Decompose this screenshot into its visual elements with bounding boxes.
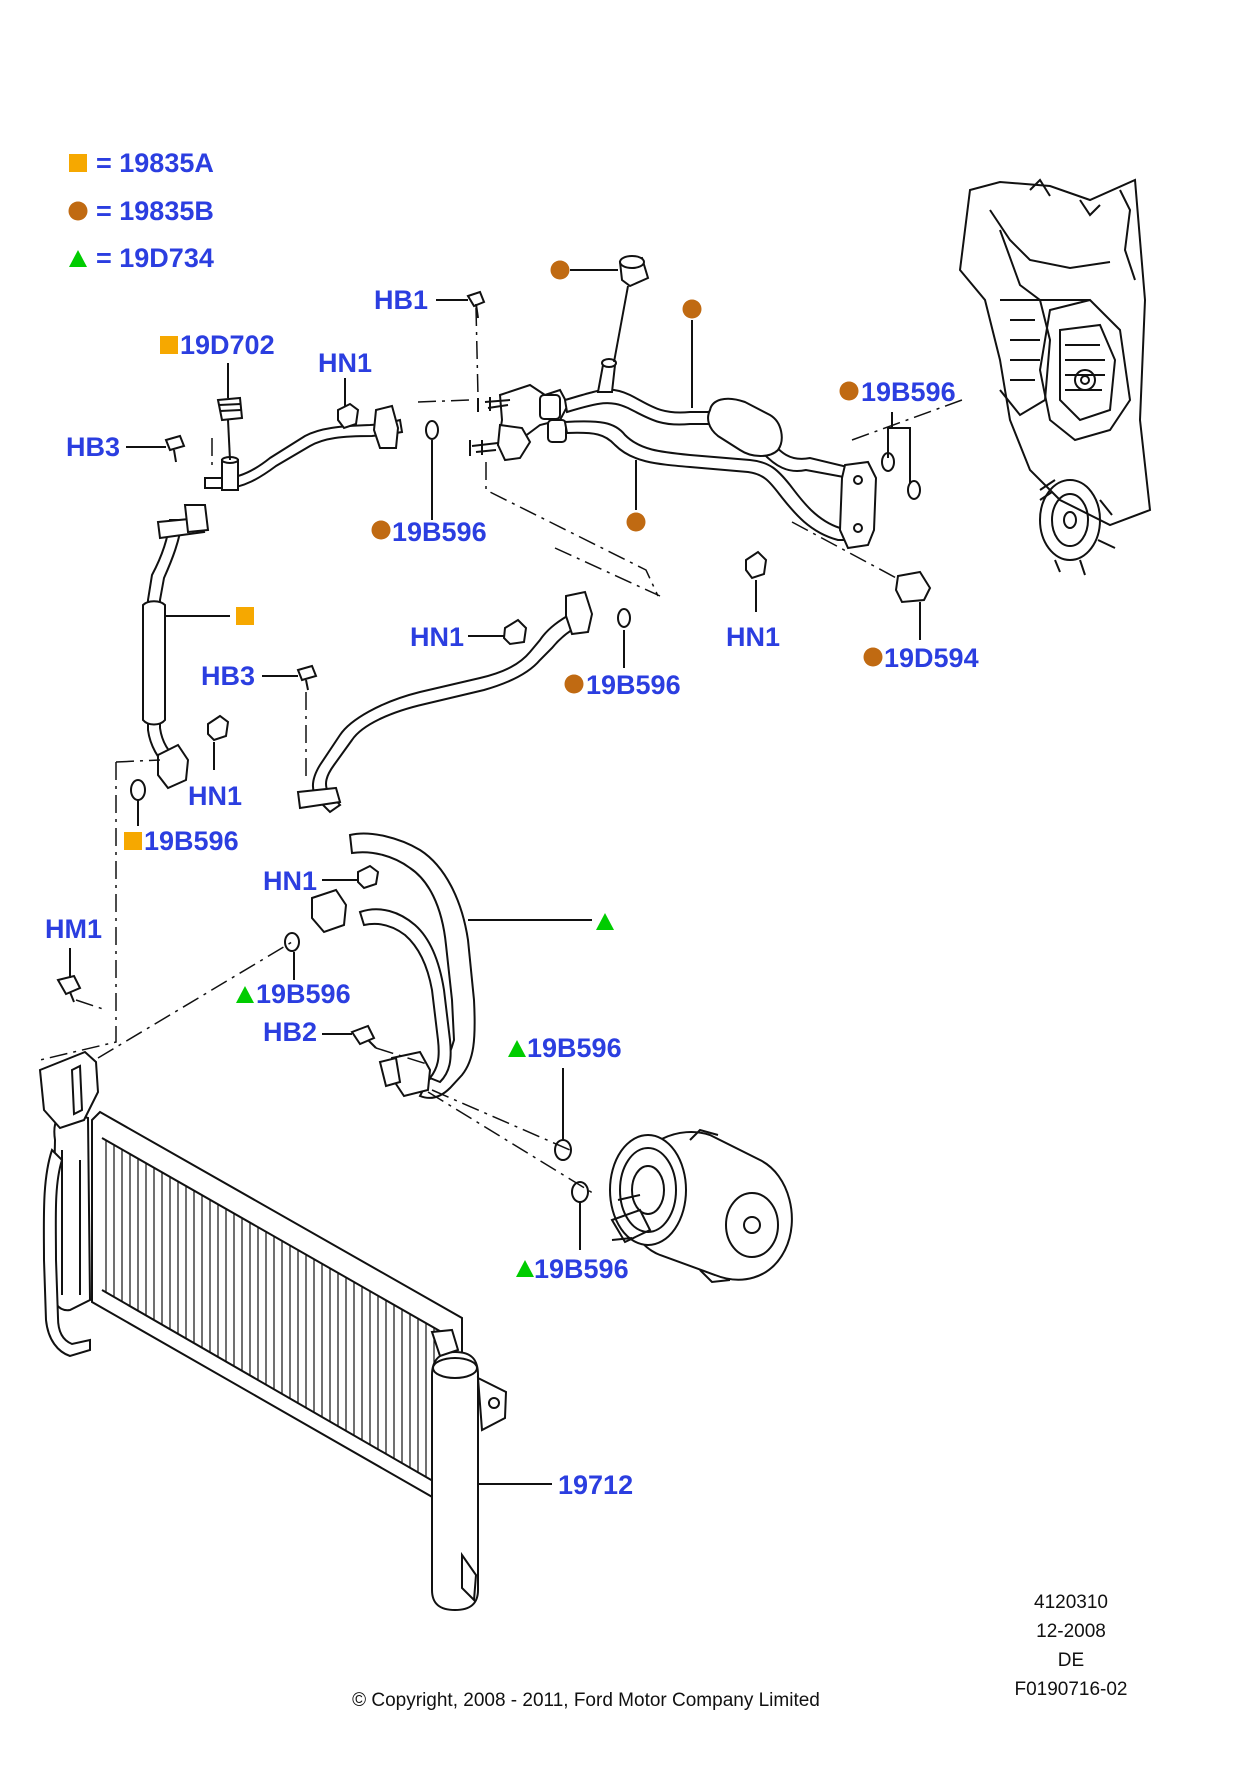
legend-triangle-marker [69,250,87,267]
legend-circle-marker [68,201,88,221]
legend: = 19835A = 19835B = 19D734 [68,148,214,273]
label-19b596-mid-top: 19B596 [392,517,487,547]
marker-circle-cap [550,260,570,280]
marker-circle-lower-pipe [626,512,646,532]
label-19b596-lower-left: 19B596 [256,979,351,1009]
marker-circle-19b596-mid-top [371,520,391,540]
marker-square-19d702 [160,336,178,354]
label-hb3-left: HB3 [66,432,120,462]
label-19d594: 19D594 [884,643,979,673]
upper-hose-assembly [466,255,878,550]
label-hn1-left: HN1 [188,781,242,811]
info-language: DE [1058,1650,1084,1671]
condenser [38,974,508,1612]
marker-circle-19b596-upper-right [839,381,859,401]
info-block: 4120310 12-2008 DE F0190716-02 [1014,1592,1127,1700]
left-liquid-line [130,396,404,801]
marker-square-19b596-left [124,832,142,850]
label-hb2: HB2 [263,1017,317,1047]
legend-square-marker [69,154,87,172]
label-hn1-top: HN1 [318,348,372,378]
callouts: HB1 19D702 HN1 HB3 19B596 19B596 [45,260,979,1500]
label-19712: 19712 [558,1470,633,1500]
condenser-fins [105,1140,451,1491]
marker-circle-19b596-mid [564,674,584,694]
info-date: 12-2008 [1036,1621,1106,1642]
label-19d702: 19D702 [180,330,275,360]
label-hm1: HM1 [45,914,102,944]
marker-triangle-19b596-comp-bottom [516,1260,534,1277]
info-illustration-number: 4120310 [1034,1592,1108,1613]
label-19b596-upper-right: 19B596 [861,377,956,407]
marker-triangle-19b596-lower-left [236,986,254,1003]
marker-circle-19d594 [863,647,883,667]
legend-text-19835b: = 19835B [96,196,214,226]
evaporator-housing [958,178,1152,576]
copyright-notice: © Copyright, 2008 - 2011, Ford Motor Com… [352,1690,820,1711]
center-lines [39,307,963,1196]
marker-circle-upper-pipe [682,299,702,319]
middle-hose [296,590,631,814]
label-19b596-mid: 19B596 [586,670,681,700]
legend-text-19835a: = 19835A [96,148,214,178]
info-reference: F0190716-02 [1014,1679,1127,1700]
label-hn1-right: HN1 [726,622,780,652]
lower-hose-assembly [284,832,589,1203]
legend-text-19d734: = 19D734 [96,243,214,273]
label-hn1-lower: HN1 [263,866,317,896]
marker-triangle-19b596-comp-top [508,1040,526,1057]
marker-triangle-hose [596,913,614,930]
label-hb1: HB1 [374,285,428,315]
label-19b596-left: 19B596 [144,826,239,856]
label-19b596-comp-bottom: 19B596 [534,1254,629,1284]
label-hb3-mid: HB3 [201,661,255,691]
label-19b596-comp-top: 19B596 [527,1033,622,1063]
label-hn1-mid: HN1 [410,622,464,652]
marker-square-left-tube [236,607,254,625]
ac-compressor [609,1128,793,1284]
